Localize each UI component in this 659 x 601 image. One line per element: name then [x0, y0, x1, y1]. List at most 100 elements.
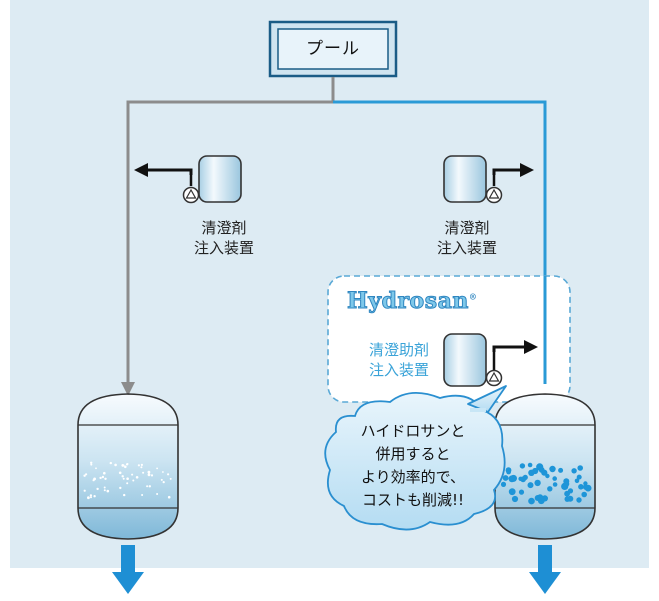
particle [502, 475, 509, 481]
left-tank-icon [198, 155, 242, 203]
bubble-line1: ハイドロサンと [360, 422, 466, 440]
particle [547, 486, 553, 492]
particle [87, 496, 90, 500]
particle [95, 467, 97, 470]
particle [122, 477, 125, 480]
hydrosan-logo: Hydrosan® [347, 288, 478, 315]
particle [142, 471, 145, 474]
right-tank-icon [443, 155, 487, 203]
particle [538, 467, 545, 473]
right-outlet-arrow [520, 163, 534, 177]
particle [571, 468, 577, 474]
bubble-line4: コストも削減!! [361, 491, 465, 509]
hydrosan-pump-icon [485, 369, 503, 387]
particle [89, 494, 93, 497]
particle [104, 477, 107, 480]
hydrosan-outlet-arrow [524, 340, 538, 354]
particle [90, 463, 93, 466]
particle [522, 474, 528, 480]
right-device-label-line1: 清澄剤 [444, 219, 490, 237]
particle [119, 486, 122, 490]
particle [574, 478, 580, 484]
particle [96, 487, 99, 491]
particle [101, 475, 105, 479]
particle [109, 461, 113, 465]
particle [528, 469, 535, 476]
particle [83, 489, 86, 492]
left-outlet-arrow [134, 163, 148, 177]
right-device-label: 清澄剤 注入装置 [412, 218, 522, 258]
particle [549, 465, 556, 473]
particle [576, 474, 582, 480]
pool-box [268, 20, 398, 78]
particle [126, 482, 129, 485]
gray-pipe [121, 77, 335, 396]
particle [156, 467, 159, 470]
dense-particles [500, 462, 592, 505]
particle [83, 474, 86, 477]
particle [135, 476, 139, 479]
particle [167, 495, 171, 499]
particle [534, 495, 541, 501]
particle [518, 476, 523, 481]
particle [577, 465, 583, 471]
particle [150, 474, 154, 477]
particle [511, 495, 519, 503]
particle [141, 494, 144, 496]
left-device-label: 清澄剤 注入装置 [169, 218, 279, 258]
particle [527, 482, 534, 489]
particle [124, 465, 127, 469]
particle [162, 471, 164, 473]
left-filter-tank [77, 393, 179, 540]
left-outflow-arrow [112, 545, 144, 594]
particle [92, 479, 95, 482]
particle [518, 489, 525, 495]
hydrosan-brand-text: Hydrosan [347, 288, 469, 315]
left-pump-icon [182, 186, 200, 204]
particle [558, 467, 564, 473]
left-injection-device [134, 155, 242, 204]
particle [506, 469, 511, 475]
right-injection-device [443, 155, 534, 204]
right-pump-icon [485, 186, 503, 204]
particle [510, 474, 517, 482]
particle [582, 484, 589, 490]
hydrosan-device-label: 清澄助剤 注入装置 [354, 340, 444, 380]
particle [121, 464, 125, 467]
particle [103, 489, 106, 492]
particle [118, 471, 122, 475]
hydrosan-label-line1: 清澄助剤 [368, 341, 429, 359]
particle [147, 470, 151, 474]
particle [567, 488, 574, 494]
right-outflow-arrow [529, 545, 561, 594]
particle [93, 495, 96, 498]
particle [103, 471, 106, 475]
sparse-particles [83, 461, 172, 500]
particle [527, 462, 533, 468]
particle [162, 481, 165, 484]
pool-label: プール [306, 39, 360, 59]
particle [581, 491, 587, 498]
hydrosan-label-line2: 注入装置 [368, 361, 429, 379]
particle [99, 476, 102, 480]
bubble-line2: 併用すると [375, 445, 451, 463]
particle [528, 497, 535, 505]
particle [500, 481, 507, 487]
particle [578, 484, 584, 490]
registered-mark: ® [468, 291, 478, 302]
particle [126, 477, 129, 481]
particle [125, 463, 129, 466]
particle [132, 479, 135, 482]
particle [508, 488, 516, 496]
particle [147, 473, 151, 477]
particle [106, 489, 110, 493]
particle [552, 476, 557, 481]
particle [146, 485, 149, 488]
particle [519, 463, 526, 469]
particle [563, 481, 570, 487]
particle [121, 475, 124, 478]
particle [160, 478, 163, 481]
particle [169, 477, 172, 480]
